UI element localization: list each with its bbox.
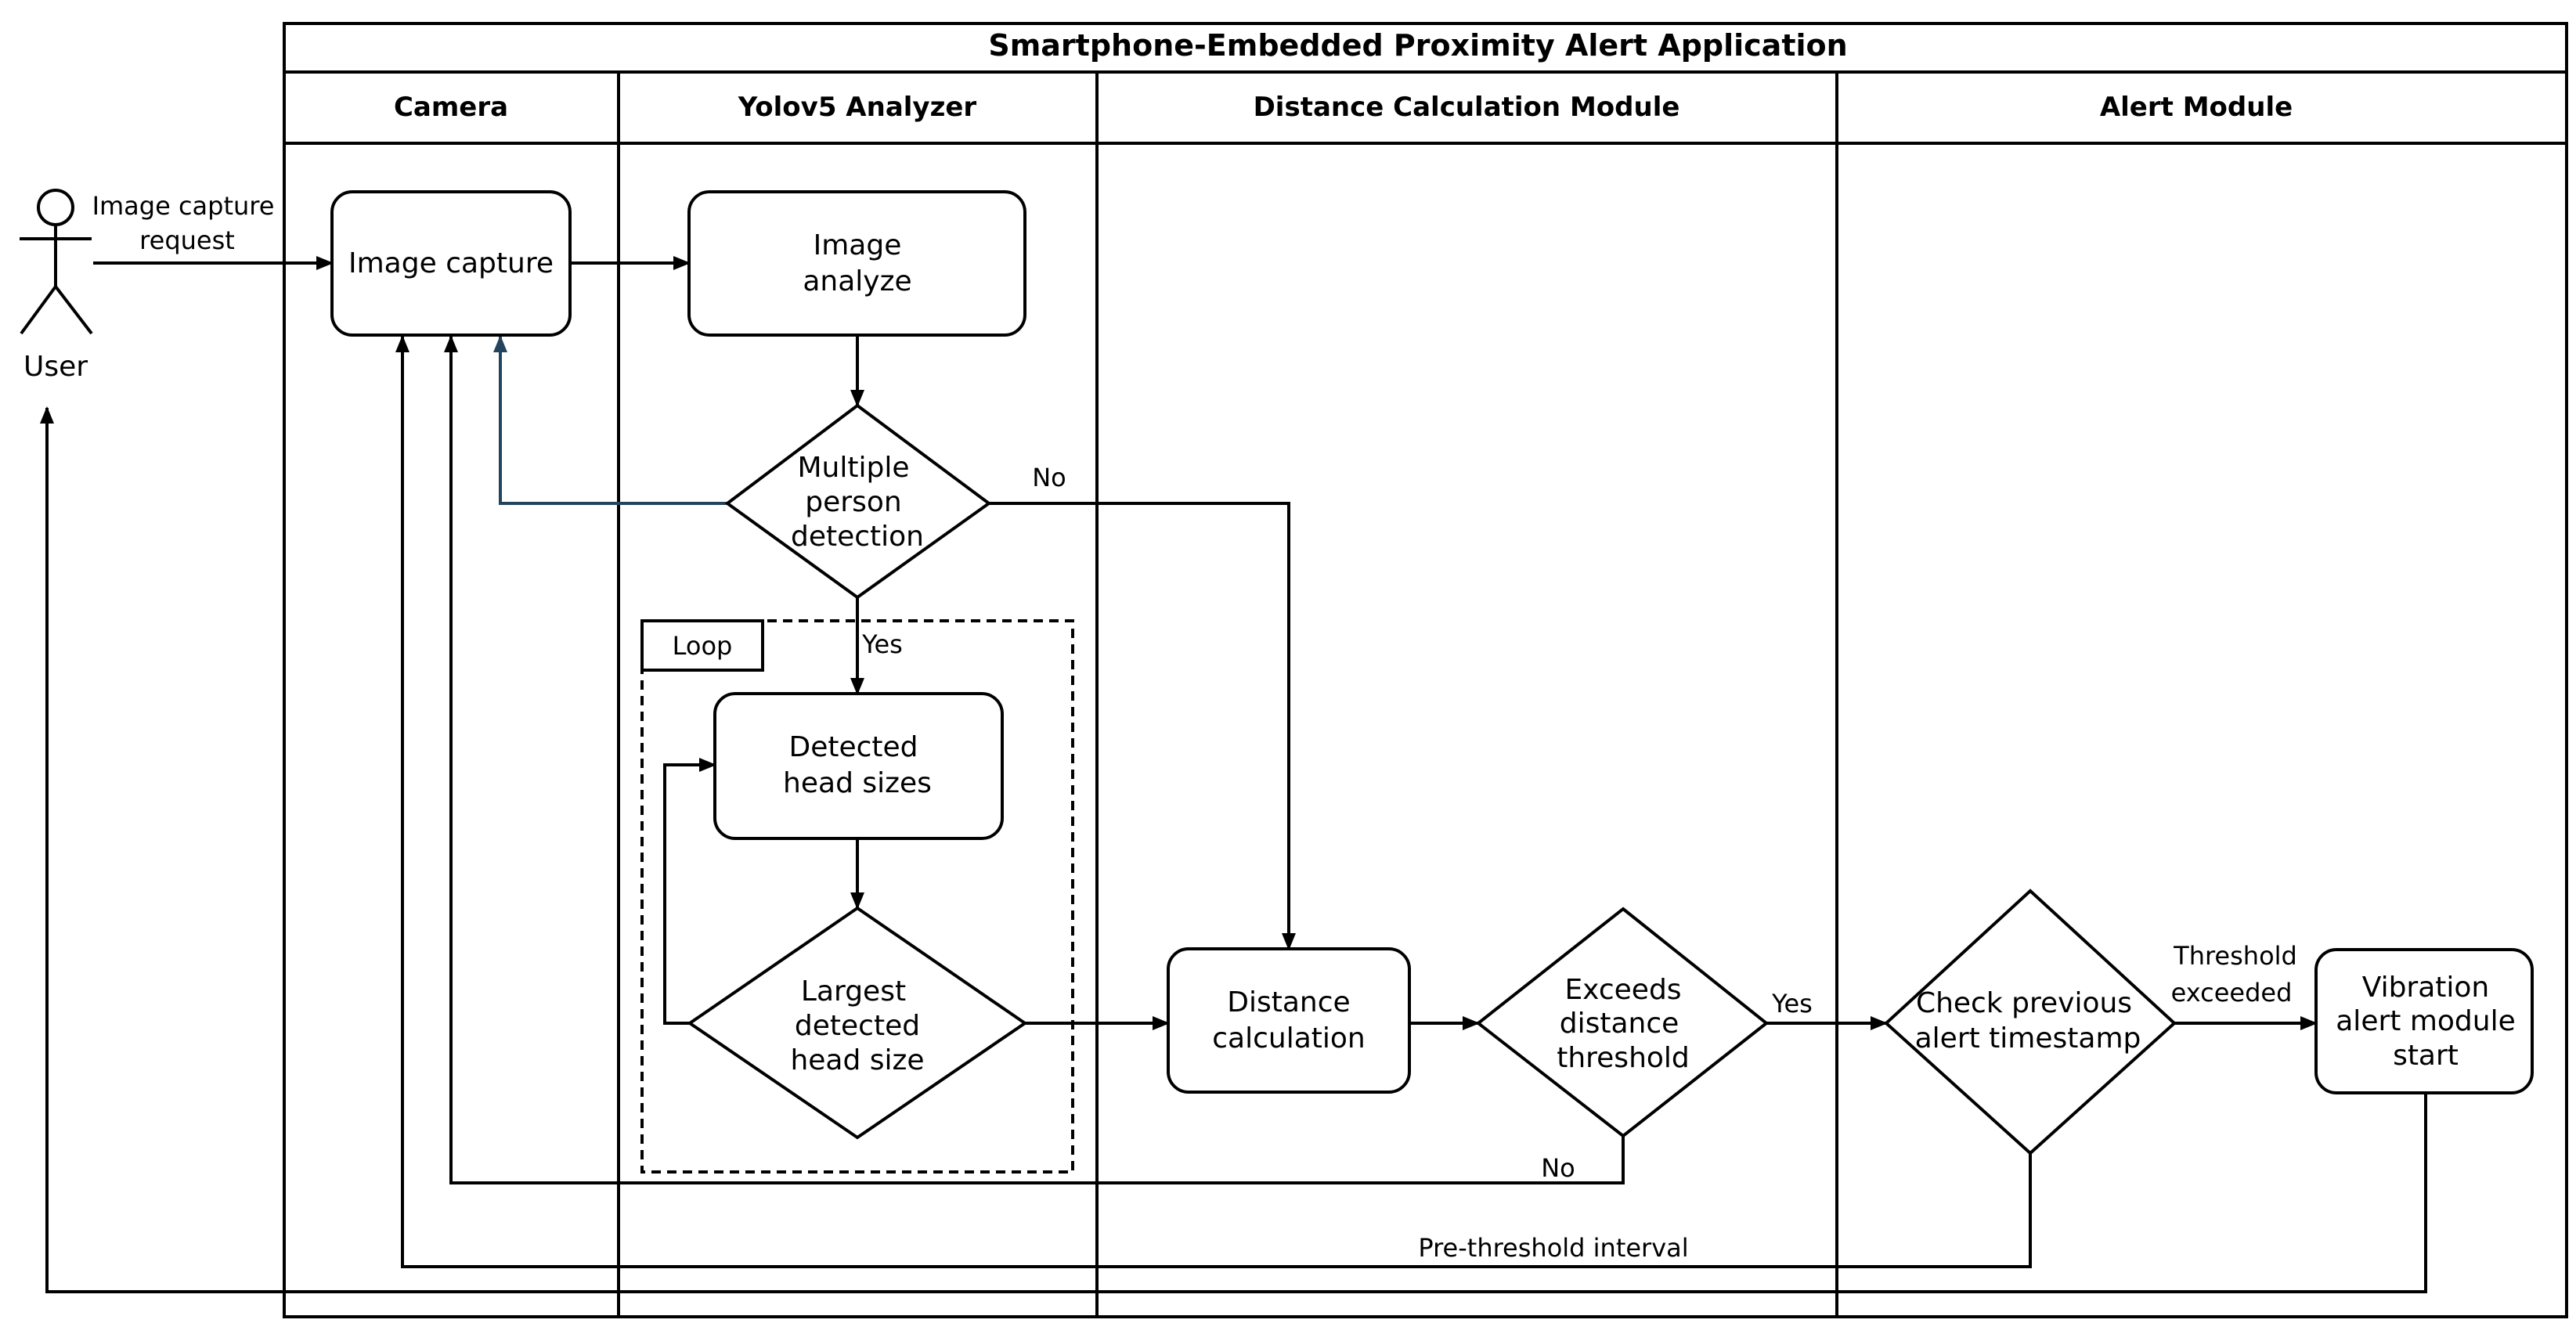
node-largest-detected-head-size [687, 906, 1028, 1140]
lane-header-distance-calculation-module: Distance Calculation Module [1254, 92, 1680, 123]
swimlane-pool [283, 22, 2568, 1318]
node-exceeds-distance-threshold-line1: Exceeds [1564, 974, 1681, 1006]
node-multiple-person-detection-line2: person [805, 486, 901, 518]
node-multiple-person-detection [724, 403, 992, 600]
node-largest-detected-head-size-line3: head size [790, 1044, 924, 1076]
edge-detection-no-to-distance [989, 502, 1296, 950]
node-exceeds-distance-threshold-line3: threshold [1557, 1042, 1690, 1074]
node-vibration-alert-module-start [2314, 948, 2534, 1094]
edge-detection-feedback-to-capture [493, 335, 727, 505]
edge-label-detection-yes: Yes [861, 629, 903, 659]
image-capture-request-label-line1: Image capture [92, 191, 275, 221]
loop-fragment-tag [640, 619, 764, 672]
node-distance-calculation [1167, 947, 1411, 1094]
node-multiple-person-detection-line1: Multiple [798, 452, 910, 484]
node-check-previous-alert-timestamp [1884, 889, 2177, 1156]
edge-label-threshold-exceeded-line2: exceeded [2171, 978, 2293, 1008]
lane-header-alert-module: Alert Module [2100, 92, 2293, 123]
node-vibration-alert-module-start-line3: start [2393, 1040, 2459, 1072]
edge-loop-back [663, 758, 716, 1025]
node-check-previous-alert-timestamp-line1: Check previous [1916, 987, 2132, 1019]
edge-check-pre-threshold-to-capture [395, 335, 2032, 1268]
user-actor-icon [20, 189, 93, 335]
image-capture-request-label-line2: request [139, 225, 235, 255]
edge-vibration-to-user [40, 406, 2427, 1293]
node-image-analyze-text-line2: analyze [803, 265, 911, 297]
node-image-analyze-text-line1: Image [814, 229, 902, 261]
node-distance-calculation-line2: calculation [1212, 1022, 1366, 1055]
edge-label-threshold-no: No [1541, 1153, 1575, 1183]
node-distance-calculation-line1: Distance [1227, 986, 1350, 1019]
node-check-previous-alert-timestamp-line2: alert timestamp [1915, 1022, 2141, 1055]
node-largest-detected-head-size-line2: detected [795, 1010, 920, 1042]
node-image-analyze [687, 190, 1026, 337]
edge-label-detection-no: No [1032, 463, 1066, 492]
edge-label-pre-threshold-interval: Pre-threshold interval [1418, 1233, 1688, 1263]
diagram-title: Smartphone-Embedded Proximity Alert Appl… [988, 28, 1847, 63]
edge-threshold-no-to-capture [444, 335, 1625, 1184]
node-vibration-alert-module-start-line1: Vibration [2362, 972, 2490, 1004]
lane-header-camera: Camera [394, 92, 508, 123]
loop-fragment [640, 619, 1074, 1174]
node-multiple-person-detection-line3: detection [791, 521, 924, 553]
node-detected-head-sizes-line1: Detected [788, 731, 918, 763]
node-detected-head-sizes [713, 692, 1004, 840]
node-detected-head-sizes-line2: head sizes [783, 767, 932, 799]
edge-label-threshold-yes: Yes [1771, 989, 1813, 1019]
node-image-capture [330, 190, 572, 337]
lane-header-yolov5-analyzer: Yolov5 Analyzer [738, 92, 977, 123]
node-exceeds-distance-threshold-line2: distance [1560, 1008, 1679, 1040]
node-largest-detected-head-size-line1: Largest [801, 975, 906, 1008]
flow-edges [40, 256, 2427, 1293]
node-exceeds-distance-threshold [1475, 907, 1770, 1138]
user-actor-label: User [23, 351, 88, 383]
node-vibration-alert-module-start-line2: alert module [2336, 1005, 2515, 1037]
edge-label-threshold-exceeded-line1: Threshold [2173, 941, 2297, 971]
loop-fragment-label: Loop [673, 631, 733, 661]
node-image-capture-text: Image capture [348, 247, 554, 279]
